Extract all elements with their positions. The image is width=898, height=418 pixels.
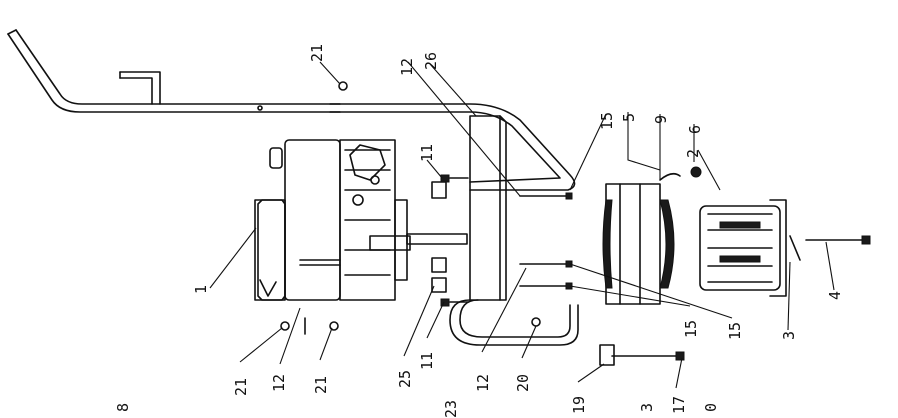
small-fasteners [280,81,541,335]
callout-21a: 21 [308,44,326,62]
through-bolts [440,174,685,361]
callout-23: 23 [442,400,460,418]
callout-25: 25 [396,370,414,388]
mounting-plate [469,115,507,301]
stray-mark-8: 8 [114,403,132,412]
callout-17: 17 [670,396,688,414]
callout-12c: 12 [474,374,492,392]
page-edge-marks: 8 3 0 [114,403,720,412]
callout-21b: 21 [232,378,250,396]
handle-bar [7,29,341,113]
stator [699,199,787,297]
callout-1: 1 [192,285,210,294]
leader-lines [209,61,835,389]
callout-15a: 15 [598,112,616,130]
callout-20: 20 [514,374,532,392]
callout-4: 4 [826,291,844,300]
callout-26: 26 [422,52,440,70]
stray-mark-3: 3 [638,403,656,412]
callout-2: 2 [684,149,702,158]
callout-9: 9 [652,115,670,124]
callout-11b: 11 [418,352,436,370]
callout-5: 5 [620,113,638,122]
callout-12b: 12 [270,374,288,392]
callout-labels: 1 2 3 4 5 6 9 11 11 12 12 12 15 15 15 17… [192,44,844,418]
callout-6: 6 [686,125,704,134]
callout-19: 19 [570,396,588,414]
callout-11a: 11 [418,144,436,162]
spacer-blocks [431,181,615,366]
callout-15b: 15 [726,322,744,340]
callout-15c: 15 [682,320,700,338]
engine-assembly [254,139,411,301]
rotor [602,166,702,305]
callout-21c: 21 [312,376,330,394]
callout-3: 3 [780,331,798,340]
frame-tube [329,103,579,346]
end-bolt [789,235,871,261]
crankshaft [406,233,468,245]
stray-mark-0: 0 [702,403,720,412]
callout-12a: 12 [398,58,416,76]
